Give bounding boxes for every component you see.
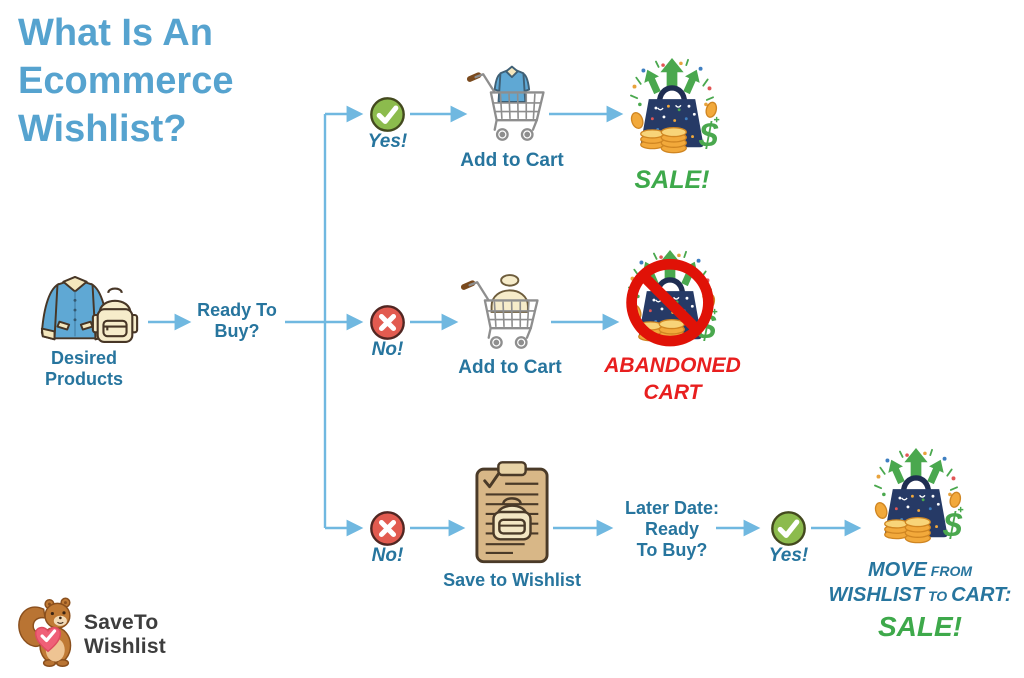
logo-line2: Wishlist [84,634,166,658]
sale-label: SALE! [634,166,710,194]
move-line1: MOVE FROM [822,558,1018,583]
sale-bag-icon [622,54,722,162]
wishlist-clipboard-icon [474,459,550,565]
x-circle-icon-2 [369,510,406,547]
move-word: MOVE [867,559,927,581]
save-to-wishlist-label: Save to Wishlist [443,570,581,590]
final-sale-label: SALE! [878,611,962,642]
move-line2: WISHLIST TO CART: [822,583,1018,608]
no-label-2: No! [371,545,404,566]
add-to-cart-label: Add to Cart [460,150,564,171]
sale-bag-icon-2 [866,444,966,552]
squirrel-heart-icon [16,592,80,670]
later-line1: Later Date: [624,498,720,518]
desired-products-label: Desired Products [44,348,123,390]
shopping-cart-shirt-icon [466,58,554,146]
to-word: TO [924,588,952,604]
ready-to-buy-label: Ready To Buy? [197,300,277,342]
logo-wordmark: SaveTo Wishlist [84,611,166,658]
later-date-label: Later Date: Ready To Buy? [612,498,732,562]
yes-label: Yes! [367,131,408,152]
check-circle-icon-2 [770,510,807,547]
abandoned-line2: CART [643,381,702,405]
abandoned-line1: ABANDONED [604,354,741,377]
no-label: No! [371,339,404,360]
yes-label-2: Yes! [768,545,809,566]
page-title: What Is An Ecommerce Wishlist? [18,12,234,150]
move-to-cart-label: MOVE FROM WISHLIST TO CART: SALE! [822,558,1018,644]
check-circle-icon [369,96,406,133]
from-word: FROM [926,563,972,579]
abandoned-cart-label: ABANDONED CART [590,352,755,407]
banned-sale-bag-icon [620,246,720,354]
wishlist-word: WISHLIST [828,584,925,606]
logo-line1: SaveTo [84,611,159,634]
cart-word: CART: [951,584,1012,606]
x-circle-icon [369,304,406,341]
backpack-icon [90,284,140,346]
add-to-cart-label-2: Add to Cart [458,357,562,378]
later-line3: To Buy? [636,540,708,561]
later-line2: Ready [644,519,700,540]
shopping-cart-bag-icon [460,266,548,354]
